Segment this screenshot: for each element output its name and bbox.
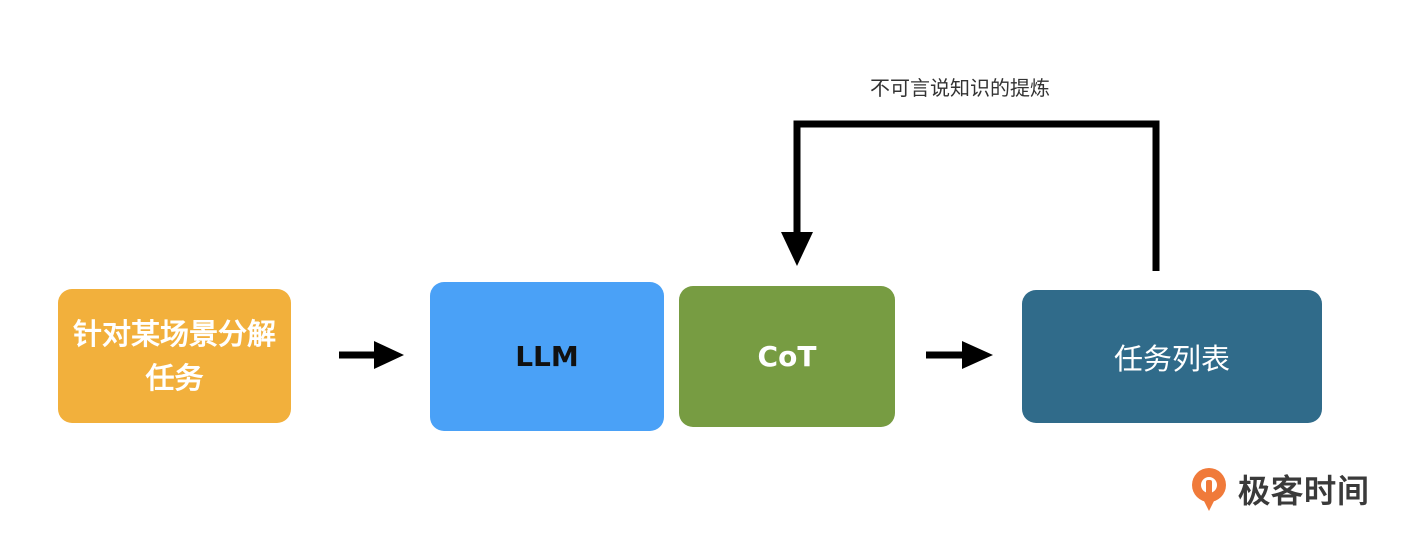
node-task-list: 任务列表 <box>1022 290 1322 423</box>
node-llm-label: LLM <box>515 340 579 373</box>
feedback-label: 不可言说知识的提炼 <box>870 76 1050 100</box>
arrow-decompose-to-llm <box>339 341 404 369</box>
geektime-logo-icon <box>1192 468 1226 511</box>
geektime-logo-text: 极客时间 <box>1238 472 1371 510</box>
node-task-decompose-label-line2: 任务 <box>145 361 204 395</box>
node-cot-label: CoT <box>757 340 817 373</box>
node-task-decompose: 针对某场景分解 任务 <box>58 289 291 423</box>
node-task-list-label: 任务列表 <box>1113 341 1230 376</box>
geektime-logo: 极客时间 <box>1188 466 1370 512</box>
node-cot: CoT <box>679 286 895 427</box>
node-task-decompose-label-line1: 针对某场景分解 <box>72 317 276 351</box>
arrow-cot-to-task-list <box>926 341 993 369</box>
node-llm: LLM <box>430 282 664 431</box>
feedback-loop-arrow <box>781 120 1160 271</box>
